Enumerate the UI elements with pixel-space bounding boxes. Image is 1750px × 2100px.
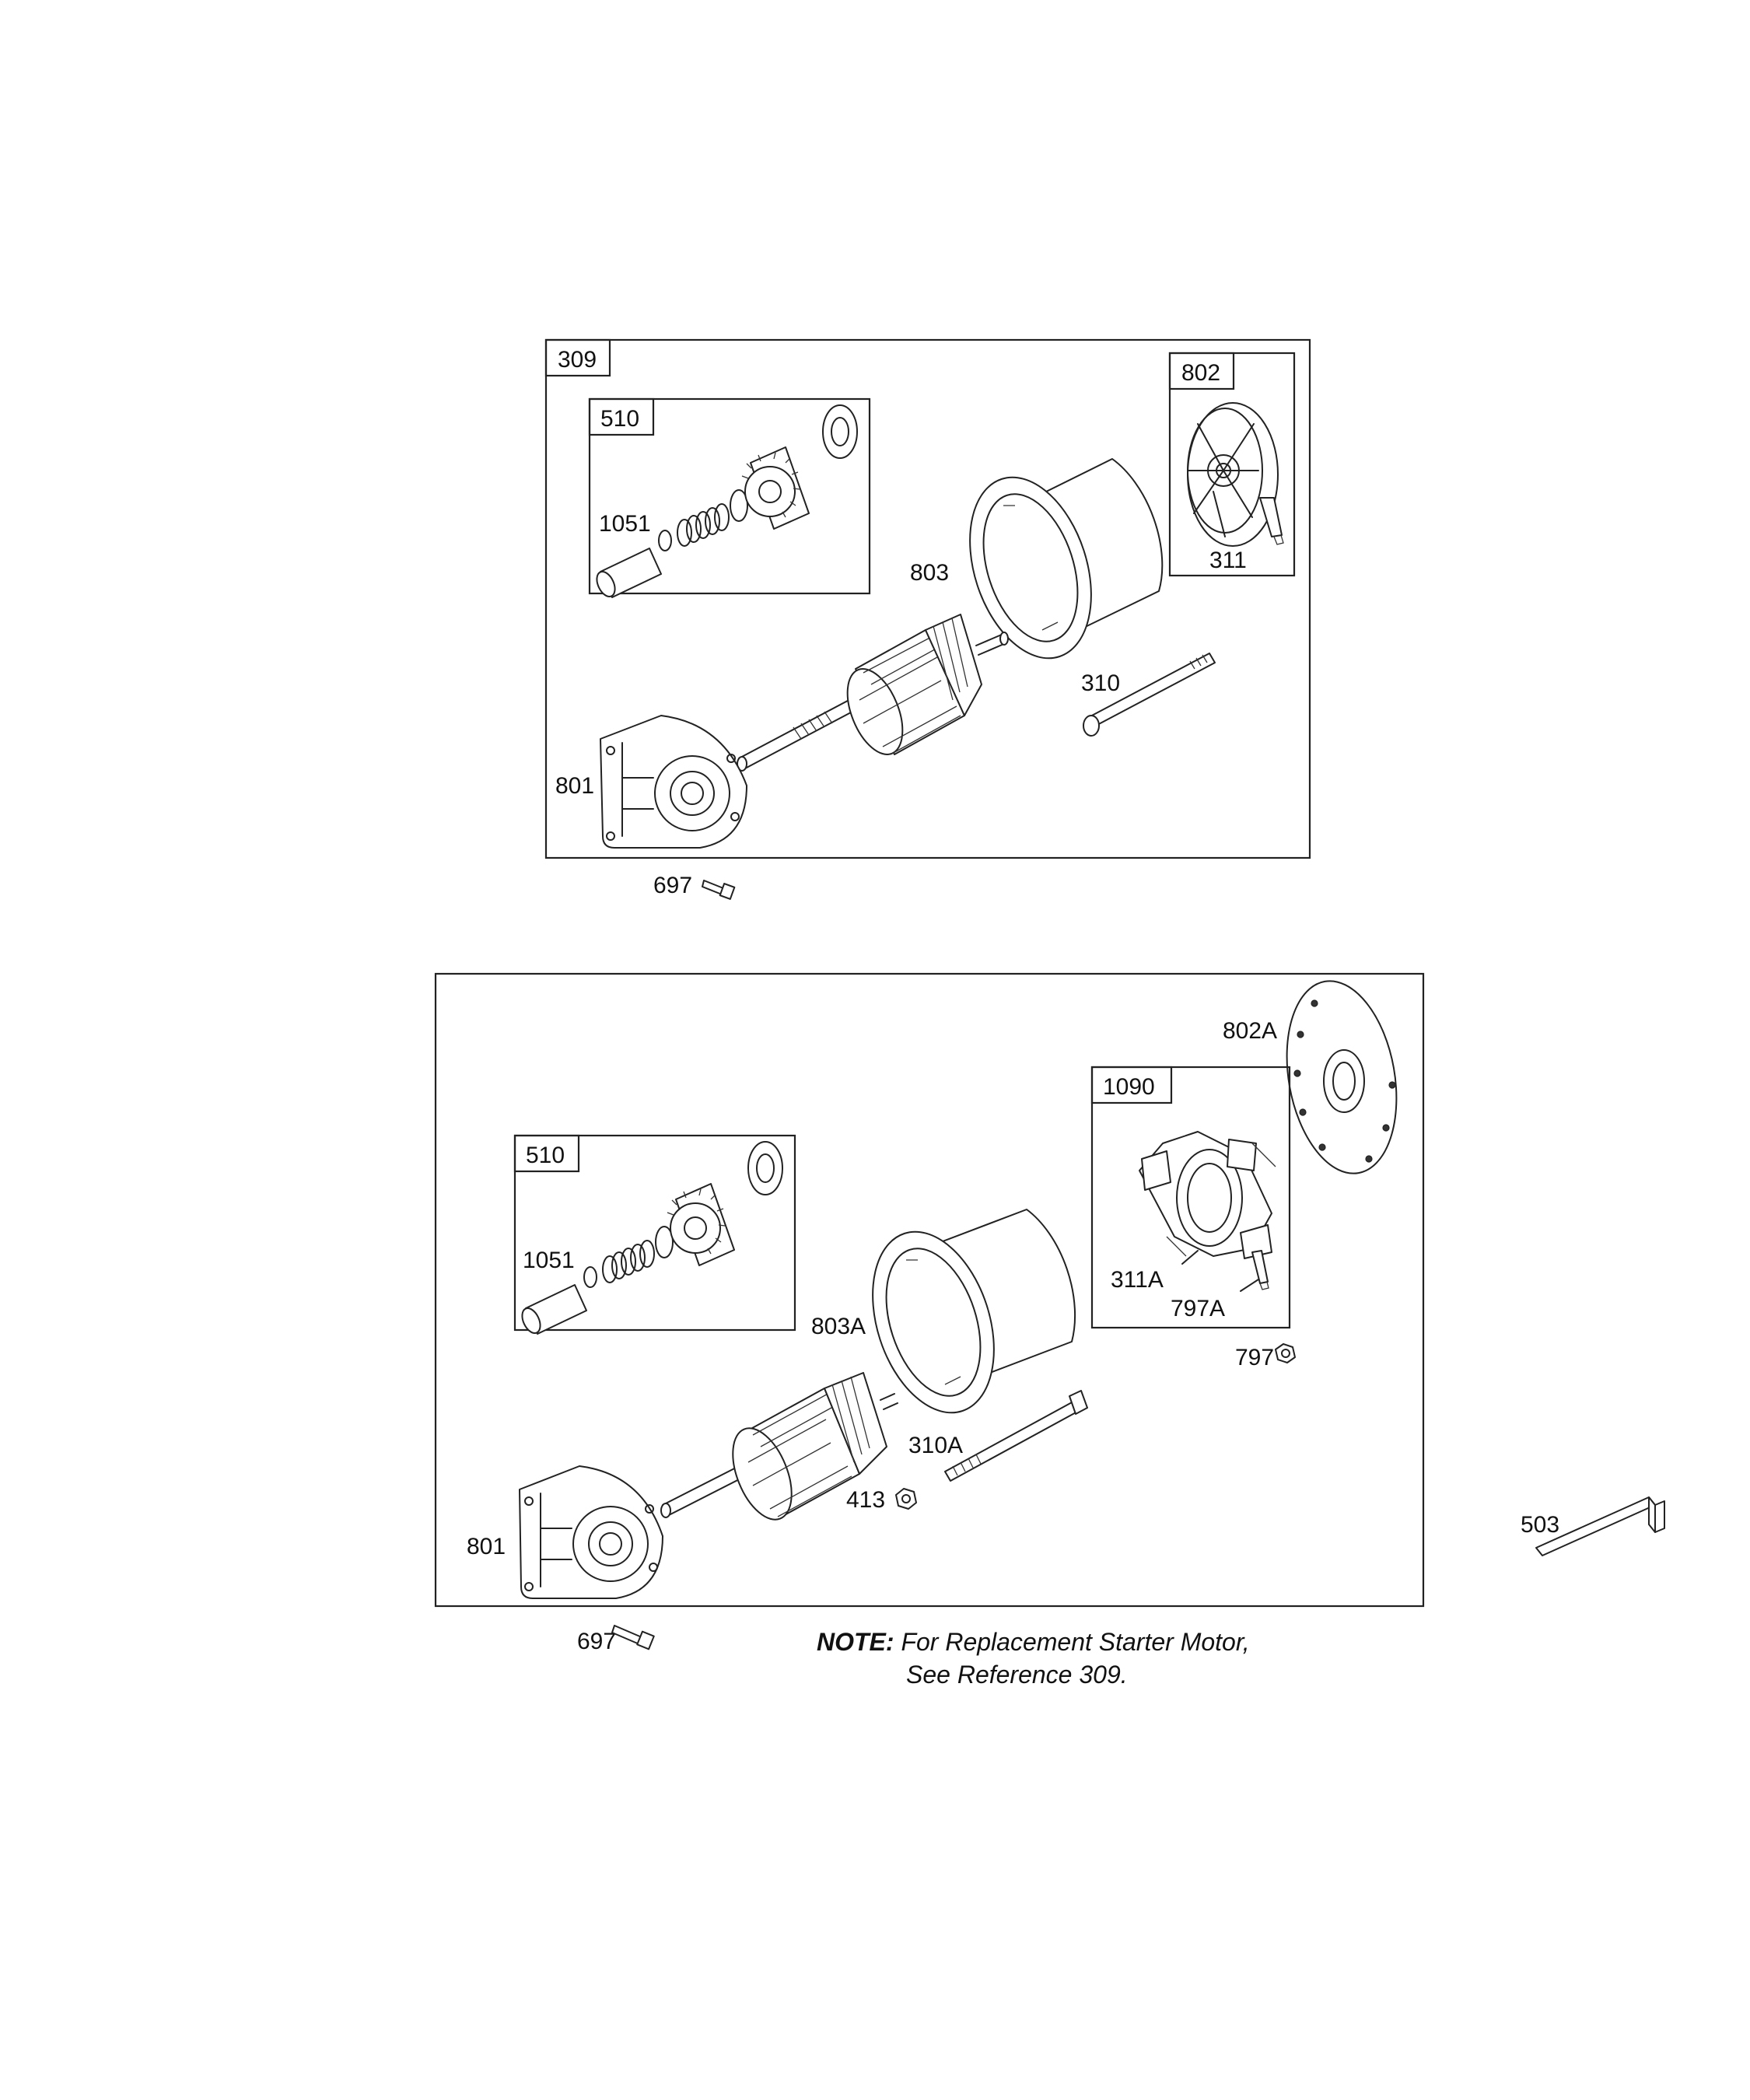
label-310: 310: [1081, 670, 1120, 696]
terminal-nut-797-art: [1275, 1343, 1296, 1363]
end-plate-802A-art: [1286, 980, 1398, 1174]
label-803A: 803A: [811, 1314, 866, 1339]
end-cap-802-tag: [1168, 352, 1235, 390]
label-1051-bottom: 1051: [523, 1248, 575, 1273]
label-1090: 1090: [1103, 1074, 1155, 1100]
label-802: 802: [1181, 360, 1220, 386]
through-bolt-310-art: [1083, 653, 1216, 737]
replacement-note: NOTE: For Replacement Starter Motor, See…: [817, 1626, 1361, 1691]
armature-top-art: [737, 614, 1009, 772]
label-697-bottom: 697: [577, 1629, 616, 1654]
note-line-2: See Reference 309.: [906, 1661, 1128, 1689]
label-510-top: 510: [600, 406, 639, 432]
label-309: 309: [558, 347, 597, 373]
label-697-top: 697: [653, 873, 692, 898]
assembly-bottom-group: 802A 1090: [434, 972, 1425, 1608]
drive-end-cap-bottom-art: [519, 1465, 663, 1599]
assembly-309-group: 309 510 1051: [544, 338, 1311, 859]
note-prefix: NOTE:: [817, 1628, 894, 1656]
label-503: 503: [1521, 1512, 1559, 1538]
label-797: 797: [1235, 1345, 1274, 1370]
label-801-bottom: 801: [467, 1534, 506, 1559]
mount-screw-bottom-art: [611, 1625, 655, 1650]
drive-kit-510-tag: [588, 397, 655, 436]
brush-kit-1090-tag: [1090, 1066, 1173, 1104]
drive-kit-510b-tag: [513, 1134, 580, 1173]
assembly-bottom-frame: [434, 972, 1425, 1608]
leader-311: [1213, 491, 1226, 537]
label-310A: 310A: [908, 1433, 963, 1458]
leader-311A: [1181, 1250, 1199, 1265]
through-bolt-310A-art: [944, 1390, 1088, 1482]
label-803: 803: [910, 560, 949, 586]
label-311A: 311A: [1111, 1267, 1164, 1293]
mount-screw-top-art: [702, 880, 736, 900]
leader-797A: [1240, 1279, 1259, 1292]
label-413: 413: [846, 1487, 885, 1513]
label-802A: 802A: [1223, 1018, 1277, 1044]
drive-kit-parts-bottom: [521, 1141, 783, 1335]
brush-kit-1090-frame: [1090, 1066, 1291, 1329]
bracket-503-art: [1535, 1496, 1665, 1556]
housing-803A-art: [872, 1209, 1076, 1414]
assembly-309-tag: [544, 338, 611, 377]
label-797A: 797A: [1171, 1296, 1225, 1321]
drive-kit-510-frame: [588, 397, 871, 595]
label-510-bottom: 510: [526, 1143, 565, 1168]
label-311: 311: [1209, 548, 1247, 573]
drive-end-cap-top-art: [600, 715, 747, 849]
drive-kit-parts-top: [596, 404, 858, 598]
note-line-1: For Replacement Starter Motor,: [901, 1628, 1250, 1656]
brush-kit-1090-art: [1139, 1131, 1276, 1292]
assembly-309-frame: [544, 338, 1311, 859]
brush-end-cap-art: [1187, 402, 1284, 547]
label-801-top: 801: [555, 773, 594, 799]
housing-803-art: [969, 458, 1164, 660]
armature-bottom-art: [660, 1372, 898, 1521]
nut-413-art: [895, 1488, 917, 1510]
drive-kit-510b-frame: [513, 1134, 796, 1332]
label-1051-top: 1051: [599, 511, 651, 537]
